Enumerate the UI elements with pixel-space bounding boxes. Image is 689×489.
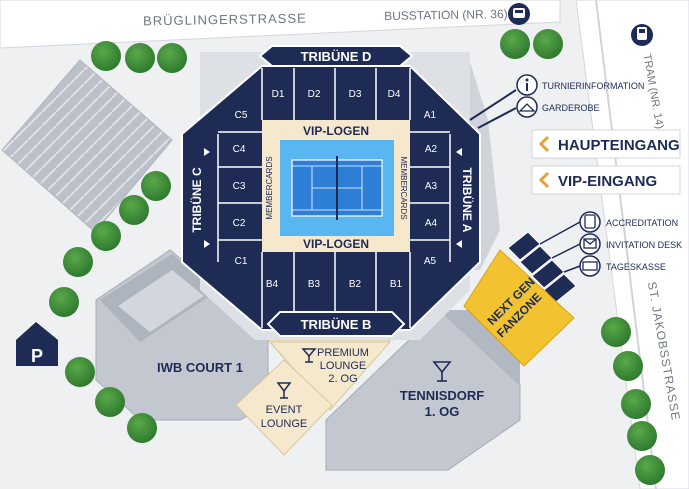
- cocktail-icon: [276, 382, 292, 399]
- next-gen-fanzone[interactable]: [463, 249, 575, 367]
- section-a5[interactable]: A5: [424, 256, 437, 267]
- ticket-icon: [579, 255, 601, 277]
- badge-icon: [579, 211, 601, 233]
- tree-icon: [621, 389, 651, 419]
- section-d1[interactable]: D1: [272, 89, 285, 100]
- section-b1[interactable]: B1: [390, 279, 403, 290]
- tree-icon: [627, 421, 657, 451]
- chevron-right-icon: [204, 240, 210, 248]
- premium-label-2: LOUNGE: [320, 360, 366, 372]
- section-a3[interactable]: A3: [425, 181, 438, 192]
- section-c3[interactable]: C3: [233, 181, 246, 192]
- section-a4[interactable]: A4: [425, 218, 438, 229]
- tribune-d-label: TRIBÜNE D: [301, 49, 372, 64]
- court-label: IWB COURT 1: [157, 360, 243, 375]
- haupteingang-sign[interactable]: HAUPTEINGANG: [531, 129, 681, 159]
- sections-a: A1 A2 A3 A4 A5: [424, 110, 438, 267]
- tree-icon: [141, 171, 171, 201]
- section-c2[interactable]: C2: [233, 218, 246, 229]
- section-c5[interactable]: C5: [235, 110, 248, 121]
- tennisdorf-label-2: 1. OG: [425, 404, 460, 419]
- tribune-a-label: TRIBÜNE A: [460, 168, 475, 233]
- section-d4[interactable]: D4: [388, 89, 401, 100]
- chevron-left-icon: [538, 135, 550, 153]
- parking-label: P: [31, 346, 43, 366]
- event-label-2: LOUNGE: [261, 418, 307, 430]
- premium-label-3: 2. OG: [328, 373, 357, 385]
- service-booths: [507, 231, 577, 303]
- sections-b: B4 B3 B2 B1: [266, 279, 403, 290]
- tree-icon: [500, 29, 530, 59]
- tree-icon: [95, 387, 125, 417]
- hanger-icon: [516, 96, 538, 118]
- tribune-b-tag: TRIBÜNE B: [266, 311, 406, 337]
- accreditation-label: ACCREDITATION: [606, 218, 678, 228]
- sections-c: C5 C4 C3 C2 C1: [233, 110, 248, 267]
- section-a1[interactable]: A1: [424, 110, 437, 121]
- tree-icon: [157, 43, 187, 73]
- tree-icon: [119, 195, 149, 225]
- tageskasse-label: TAGESKASSE: [606, 262, 666, 272]
- chevron-right-icon: [204, 148, 210, 156]
- section-d3[interactable]: D3: [349, 89, 362, 100]
- bus-icon: [508, 3, 530, 25]
- section-b4[interactable]: B4: [266, 279, 279, 290]
- premium-label-1: PREMIUM: [317, 347, 369, 359]
- event-label-1: EVENT: [266, 404, 303, 416]
- section-a2[interactable]: A2: [425, 144, 438, 155]
- hall-roof: [1, 59, 173, 233]
- tree-icon: [127, 413, 157, 443]
- garderobe-label: GARDEROBE: [542, 103, 600, 113]
- vip-eingang-label: VIP-EINGANG: [558, 173, 657, 190]
- vip-logen-top: VIP-LOGEN: [303, 124, 369, 138]
- invitation-desk-label: INVITATION DESK: [606, 240, 682, 250]
- chevron-left-icon: [456, 240, 462, 248]
- vip-logen-bottom: VIP-LOGEN: [303, 237, 369, 251]
- section-c1[interactable]: C1: [235, 256, 248, 267]
- event-lounge: [235, 359, 333, 456]
- chevron-left-icon: [538, 171, 550, 189]
- vip-eingang-sign[interactable]: VIP-EINGANG: [531, 165, 681, 195]
- tree-icon: [65, 357, 95, 387]
- iwb-court-building: [95, 249, 269, 421]
- bus-station-label: BUSSTATION (NR. 36): [384, 7, 508, 23]
- envelope-icon: [579, 233, 601, 255]
- section-c4[interactable]: C4: [233, 144, 246, 155]
- tribune-d-tag: TRIBÜNE D: [258, 45, 414, 67]
- membercards-left: MEMBERCARDS: [265, 156, 274, 219]
- tree-icon: [49, 287, 79, 317]
- tree-icon: [91, 221, 121, 251]
- turnier-info-label: TURNIERINFORMATION: [542, 81, 644, 91]
- tribune-c-label: TRIBÜNE C: [189, 167, 204, 233]
- section-b3[interactable]: B3: [308, 279, 321, 290]
- tribune-b-label: TRIBÜNE B: [301, 317, 372, 332]
- tree-icon: [63, 247, 93, 277]
- tram-icon: [631, 24, 653, 46]
- tree-icon: [125, 43, 155, 73]
- tree-icon: [533, 29, 563, 59]
- tree-icon: [635, 455, 665, 485]
- street-label-top: BRÜGLINGERSTRASSE: [143, 11, 307, 29]
- tree-icon: [601, 317, 631, 347]
- membercards-right: MEMBERCARDS: [399, 156, 408, 219]
- sections-d: D1 D2 D3 D4: [272, 89, 401, 100]
- tree-icon: [91, 41, 121, 71]
- tree-icon: [613, 351, 643, 381]
- tennisdorf-label-1: TENNISDORF: [400, 388, 485, 403]
- trees: [49, 29, 665, 485]
- parking-icon[interactable]: P: [16, 322, 58, 366]
- cocktail-icon: [301, 348, 317, 363]
- section-d2[interactable]: D2: [308, 89, 321, 100]
- section-b2[interactable]: B2: [349, 279, 362, 290]
- top-road: [0, 0, 561, 49]
- haupteingang-label: HAUPTEINGANG: [558, 137, 680, 154]
- info-icon: [516, 74, 538, 96]
- cocktail-icon: [432, 361, 452, 382]
- chevron-left-icon: [456, 148, 462, 156]
